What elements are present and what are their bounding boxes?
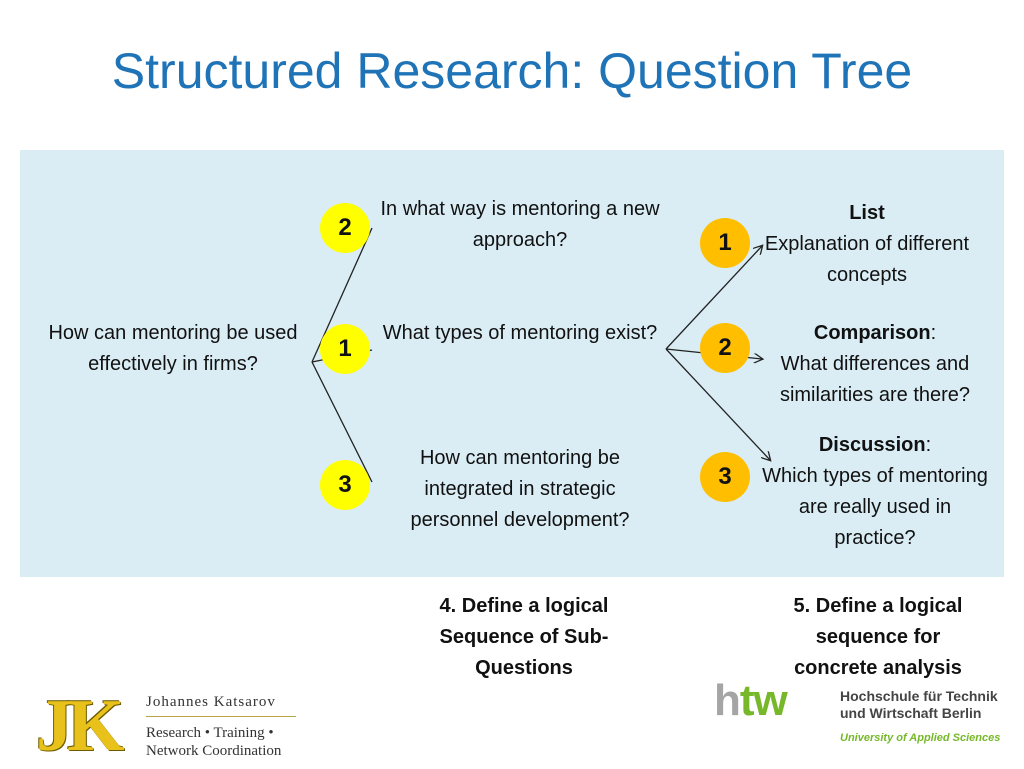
analysis-list-text: Explanation of different concepts bbox=[764, 233, 970, 286]
sub-question-badge-2: 2 bbox=[320, 203, 370, 253]
step-5-caption: 5. Define a logical sequence for concret… bbox=[793, 595, 963, 679]
arrow-line-bottom bbox=[665, 348, 770, 460]
analysis-badge-3: 3 bbox=[700, 452, 750, 502]
htw-logo: htw Hochschule für Technik und Wirtschaf… bbox=[714, 676, 1004, 760]
htw-logo-name-line2: und Wirtschaft Berlin bbox=[840, 705, 982, 721]
analysis-list: List Explanation of different concepts bbox=[752, 198, 982, 291]
htw-logo-letters: htw bbox=[714, 676, 788, 726]
sub-question-mid: What types of mentoring exist? bbox=[382, 322, 658, 344]
jk-logo: JK Johannes Katsarov Research • Training… bbox=[36, 685, 306, 767]
htw-logo-letter-h: h bbox=[714, 676, 741, 725]
jk-logo-tagline: Research • Training • Network Coordinati… bbox=[146, 724, 281, 760]
sub-question-bottom: How can mentoring be integrated in strat… bbox=[410, 447, 630, 531]
htw-logo-name-line1: Hochschule für Technik bbox=[840, 688, 998, 704]
analysis-discussion-text: Which types of mentoring are really used… bbox=[762, 465, 988, 549]
analysis-comparison-text: What differences and similarities are th… bbox=[779, 353, 971, 406]
analysis-discussion: Discussion: Which types of mentoring are… bbox=[758, 430, 992, 554]
analysis-comparison-colon: : bbox=[930, 322, 937, 344]
htw-logo-subtitle: University of Applied Sciences bbox=[840, 732, 1001, 744]
sub-question-badge-1: 1 bbox=[320, 324, 370, 374]
analysis-list-heading: List bbox=[849, 202, 885, 224]
sub-question-top: In what way is mentoring a new approach? bbox=[380, 198, 660, 251]
jk-logo-name: Johannes Katsarov bbox=[146, 694, 276, 710]
jk-logo-tagline-line2: Network Coordination bbox=[146, 743, 282, 759]
diagram-panel bbox=[20, 150, 1004, 577]
slide-title: Structured Research: Question Tree bbox=[111, 43, 913, 99]
step-4-caption: 4. Define a logical Sequence of Sub-Ques… bbox=[439, 595, 609, 679]
htw-logo-name: Hochschule für Technik und Wirtschaft Be… bbox=[840, 688, 998, 722]
main-question: How can mentoring be used effectively in… bbox=[48, 322, 298, 375]
analysis-discussion-heading: Discussion bbox=[818, 434, 926, 456]
arrow-line-top bbox=[665, 246, 762, 350]
jk-logo-letters: JK bbox=[36, 685, 125, 767]
jk-logo-divider bbox=[146, 716, 296, 717]
htw-logo-letters-tw: tw bbox=[739, 676, 788, 725]
branch-line-bottom bbox=[311, 361, 373, 483]
analysis-badge-1: 1 bbox=[700, 218, 750, 268]
jk-logo-tagline-line1: Research • Training • bbox=[146, 725, 274, 741]
sub-question-badge-3: 3 bbox=[320, 460, 370, 510]
analysis-discussion-colon: : bbox=[925, 434, 932, 456]
analysis-badge-2: 2 bbox=[700, 323, 750, 373]
analysis-comparison: Comparison: What differences and similar… bbox=[754, 318, 996, 411]
analysis-comparison-heading: Comparison bbox=[813, 322, 931, 344]
